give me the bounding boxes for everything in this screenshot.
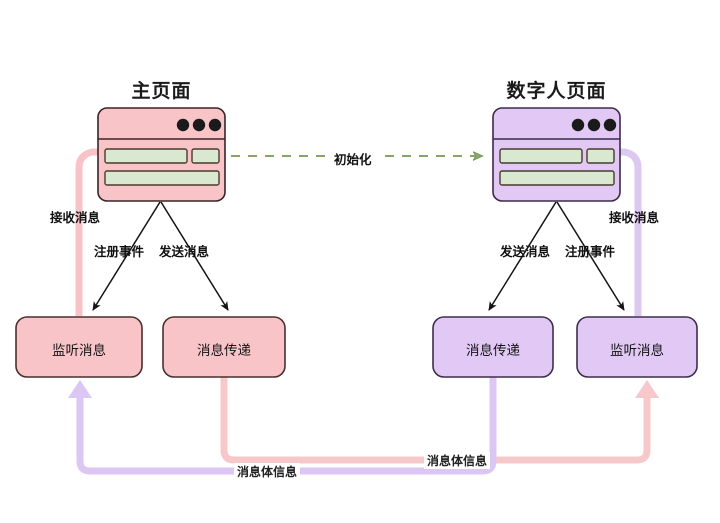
edge-label-right-register: 注册事件 <box>565 244 616 259</box>
edge-label-left-send: 发送消息 <box>159 244 210 259</box>
window-dot-2 <box>587 118 601 132</box>
node-right-listen[interactable] <box>576 316 698 378</box>
page-title-digital-human: 数字人页面 <box>506 80 607 102</box>
node-label-left-deliver: 消息传递 <box>197 343 251 359</box>
window-dot-1 <box>176 118 190 132</box>
edge-label-left-receive: 接收消息 <box>50 210 101 225</box>
window-dot-3 <box>208 118 222 132</box>
window-dot-3 <box>603 118 617 132</box>
edge-left-register <box>92 201 161 311</box>
edge-left-send <box>160 201 229 311</box>
window-dot-1 <box>571 118 585 132</box>
edge-right-register <box>556 201 625 311</box>
window-bar-3 <box>499 170 615 186</box>
edge-label-body-pink: 消息体信息 <box>424 452 491 469</box>
window-bar-1 <box>104 148 188 164</box>
edge-label-body-purple: 消息体信息 <box>234 463 301 480</box>
window-dot-2 <box>192 118 206 132</box>
window-digital-human-page[interactable] <box>492 107 621 202</box>
edge-label-right-receive: 接收消息 <box>609 210 660 225</box>
node-label-right-listen: 监听消息 <box>610 343 664 359</box>
node-left-listen[interactable] <box>15 316 143 378</box>
edge-right-send <box>488 201 557 311</box>
edge-label-init: 初始化 <box>330 149 376 168</box>
window-bar-3 <box>104 170 220 186</box>
window-bar-2 <box>586 148 615 164</box>
edge-label-left-register: 注册事件 <box>94 244 145 259</box>
window-main-page[interactable] <box>97 107 226 202</box>
window-bar-1 <box>499 148 583 164</box>
node-label-left-listen: 监听消息 <box>52 343 106 359</box>
node-left-deliver[interactable] <box>162 316 286 378</box>
node-label-right-deliver: 消息传递 <box>466 343 520 359</box>
edge-label-right-send: 发送消息 <box>500 244 551 259</box>
window-bar-2 <box>191 148 220 164</box>
node-right-deliver[interactable] <box>432 316 554 378</box>
edge-body-pink <box>220 377 659 464</box>
page-title-main: 主页面 <box>131 80 192 102</box>
